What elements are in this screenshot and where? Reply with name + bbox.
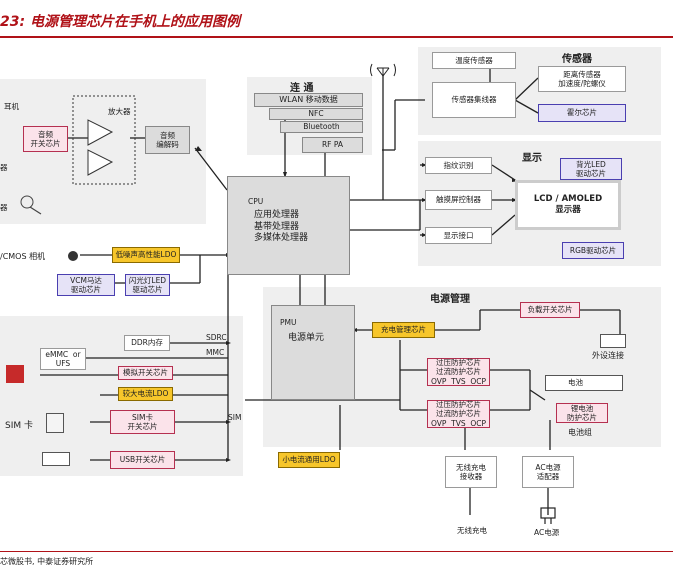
peripheral-label: 外设连接 <box>592 351 624 360</box>
analog-switch-box: 模拟开关芯片 <box>118 366 173 380</box>
emmc-box: eMMC or UFS <box>40 348 86 370</box>
earphone-label: 耳机 <box>4 102 19 111</box>
pmu-unit-label: 电源单元 <box>288 333 325 344</box>
vcm-driver-box: VCM马达 驱动芯片 <box>57 274 115 296</box>
load-switch-box: 负载开关芯片 <box>520 302 580 318</box>
cpu-description: 应用处理器 基带处理器 多媒体处理器 <box>254 210 309 243</box>
amplifier-label: 放大器 <box>108 107 131 116</box>
usb-switch-box: USB开关芯片 <box>110 451 175 469</box>
sim-card-icon <box>46 413 64 433</box>
temp-sensor-box: 温度传感器 <box>432 52 516 69</box>
camera-icon <box>68 251 78 261</box>
ac-label: AC电源 <box>534 528 560 537</box>
cpu-box: CPU 应用处理器 基带处理器 多媒体处理器 <box>227 176 350 275</box>
sensors-title: 传感器 <box>562 54 592 65</box>
rgb-driver-box: RGB驱动芯片 <box>562 242 624 259</box>
power-title: 电源管理 <box>430 294 470 305</box>
lcd-panel-box: LCD / AMOLED 显示器 <box>515 180 621 230</box>
backlight-driver-box: 背光LED 驱动芯片 <box>560 158 622 180</box>
flash-driver-box: 闪光灯LED 驱动芯片 <box>125 274 170 296</box>
low-noise-ldo-box: 低噪声高性能LDO <box>112 247 180 263</box>
peripheral-port-icon <box>600 334 626 348</box>
footer-rule <box>0 551 673 552</box>
sim-bus-label: SIM <box>228 413 242 422</box>
distance-sensor-box: 距离传感器 加速度/陀螺仪 <box>538 66 626 92</box>
display-title: 显示 <box>522 153 542 164</box>
audio-codec-box: 音频 编解码 <box>145 126 190 154</box>
sd-card-icon <box>6 365 24 383</box>
mmc-label: MMC <box>206 348 225 357</box>
sim-card-label: SIM 卡 <box>5 421 33 431</box>
pmu-box: PMU 电源单元 <box>271 305 355 400</box>
hall-chip-box: 霍尔芯片 <box>538 104 626 122</box>
microphone-icon <box>20 195 42 215</box>
source-note: 芯微股书, 中泰证券研究所 <box>0 557 94 566</box>
ovp-box-1: 过压防护芯片 过流防护芯片 OVP TVS OCP <box>427 358 490 386</box>
ac-adapter-box: AC电源 适配器 <box>522 456 574 488</box>
display-interface-box: 显示接口 <box>425 227 492 244</box>
sdrc-label: SDRC <box>206 333 227 342</box>
touch-controller-box: 触摸屏控制器 <box>425 190 492 210</box>
camera-label: /CMOS 相机 <box>0 252 46 261</box>
sim-switch-box: SIM卡 开关芯片 <box>110 410 175 434</box>
battery-pack-label: 电池组 <box>568 428 592 437</box>
connectivity-title: 连 通 <box>290 83 314 94</box>
battery-box: 电池 <box>545 375 623 391</box>
header: 23: 电源管理芯片在手机上的应用图例 <box>0 0 673 40</box>
large-ldo-box: 较大电流LDO <box>118 387 173 401</box>
small-ldo-box: 小电流通用LDO <box>278 452 340 468</box>
pmu-label: PMU <box>280 318 297 327</box>
sensor-hub-box: 传感器集线器 <box>432 82 516 118</box>
rfpa-box: RF PA <box>302 137 363 153</box>
audio-switch-box: 音频 开关芯片 <box>23 126 68 152</box>
mic-label: 器 <box>0 203 8 212</box>
wireless-label: 无线充电 <box>457 526 487 535</box>
fingerprint-box: 指纹识别 <box>425 157 492 174</box>
ovp-box-2: 过压防护芯片 过流防护芯片 OVP TVS OCP <box>427 400 490 428</box>
wlan-box: WLAN 移动数据 <box>254 93 363 107</box>
header-rule <box>0 36 673 38</box>
battery-protect-box: 锂电池 防护芯片 <box>556 403 608 423</box>
usb-port-icon <box>42 452 70 466</box>
ddr-box: DDR内存 <box>124 335 170 351</box>
charger-chip-box: 充电管理芯片 <box>372 322 435 338</box>
bluetooth-box: Bluetooth <box>280 121 363 133</box>
speaker-label: 器 <box>0 163 8 172</box>
battery-label: 电池 <box>568 378 583 388</box>
nfc-box: NFC <box>269 108 363 120</box>
wireless-rx-box: 无线充电 接收器 <box>445 456 497 488</box>
figure-title: 23: 电源管理芯片在手机上的应用图例 <box>0 14 240 30</box>
cpu-label: CPU <box>248 197 264 206</box>
